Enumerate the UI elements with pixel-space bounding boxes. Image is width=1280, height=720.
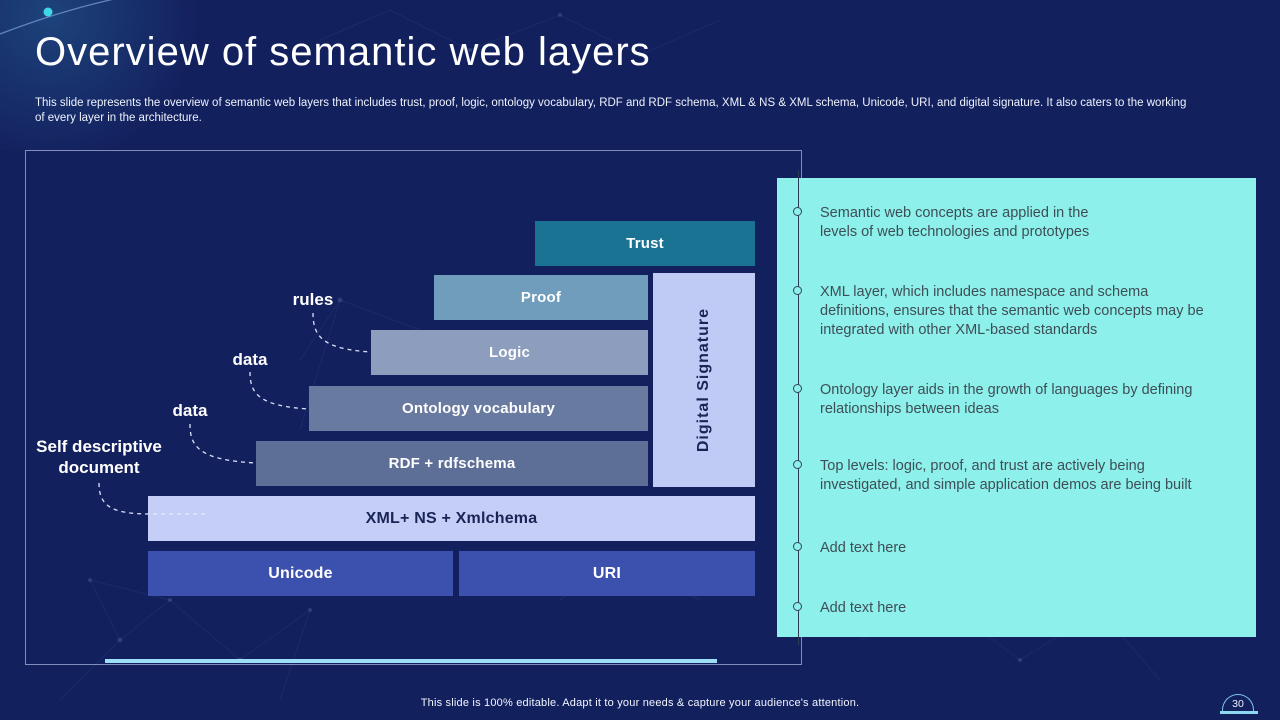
bullet-ring <box>793 602 802 611</box>
footer-note: This slide is 100% editable. Adapt it to… <box>420 697 860 709</box>
layer-xml-ns-xmlschema: XML+ NS + Xmlchema <box>148 496 755 541</box>
layer-ontology-vocabulary-label: Ontology vocabulary <box>402 400 555 417</box>
layer-logic-label: Logic <box>489 344 530 361</box>
bullet-ring <box>793 542 802 551</box>
layer-digital-signature-label: Digital Signature <box>695 307 712 453</box>
layer-trust-label: Trust <box>626 235 664 252</box>
layer-unicode-label: Unicode <box>268 564 333 582</box>
diagram-accent-underline <box>105 659 717 663</box>
layer-logic: Logic <box>371 330 648 375</box>
bullet-ring <box>793 460 802 469</box>
bullet-ring <box>793 286 802 295</box>
bullet-item: Semantic web concepts are applied in the… <box>820 205 1090 240</box>
annotation-data-logic: data <box>232 350 268 369</box>
annotation-data-ontology: data <box>172 401 208 420</box>
corner-arc-node <box>43 7 53 17</box>
bullet-ring <box>793 207 802 216</box>
layer-proof: Proof <box>434 275 648 320</box>
annotation-self-descriptive-document: Self descriptive document <box>36 437 162 477</box>
layer-proof-label: Proof <box>520 289 562 306</box>
layer-unicode: Unicode <box>148 551 453 596</box>
layer-rdf-rdfschema-label: RDF + rdfschema <box>388 455 516 472</box>
corner-arc <box>0 0 113 35</box>
layer-rdf-rdfschema: RDF + rdfschema <box>256 441 648 486</box>
notes-panel: Semantic web concepts are applied in the… <box>777 170 1256 645</box>
page-number-underline <box>1220 711 1258 714</box>
layer-digital-signature: Digital Signature <box>653 273 755 487</box>
bullet-item: XML layer, which includes namespace and … <box>820 284 1204 338</box>
layer-xml-ns-xmlschema-label: XML+ NS + Xmlchema <box>365 509 538 527</box>
bullet-item: Ontology layer aids in the growth of lan… <box>820 382 1193 417</box>
slide-description: This slide represents the overview of se… <box>35 97 1187 124</box>
layer-ontology-vocabulary: Ontology vocabulary <box>309 386 648 431</box>
bullet-timeline-line <box>798 170 799 645</box>
bullet-item: Add text here <box>820 600 907 616</box>
bullet-item: Top levels: logic, proof, and trust are … <box>820 458 1192 493</box>
corner-glow <box>0 0 260 150</box>
page-number: 30 <box>1232 698 1244 710</box>
layer-trust: Trust <box>535 221 755 266</box>
bullet-item: Add text here <box>820 540 907 556</box>
layer-uri-label: URI <box>592 564 622 582</box>
layer-uri: URI <box>459 551 755 596</box>
page-title: Overview of semantic web layers <box>35 30 651 74</box>
bullet-ring <box>793 384 802 393</box>
annotation-rules: rules <box>292 290 334 309</box>
